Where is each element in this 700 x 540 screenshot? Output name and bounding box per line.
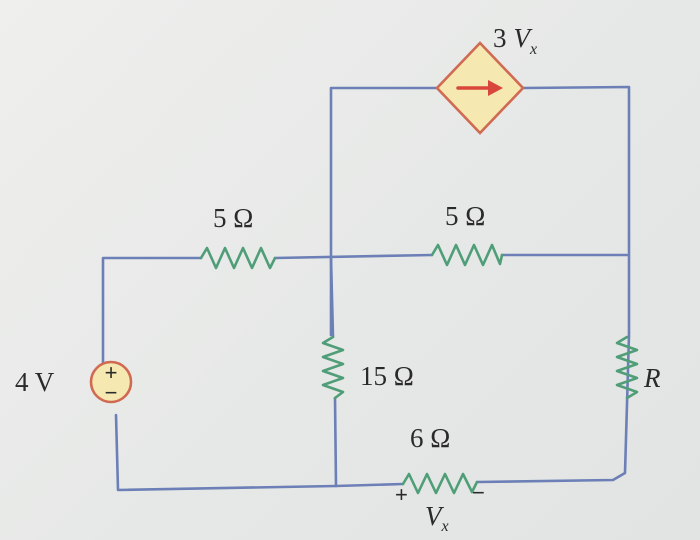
label-vx-plus: +: [395, 482, 408, 507]
wire-top-loop: [329, 85, 631, 484]
label-6ohm: 6 Ω: [410, 423, 450, 453]
wire-middle-rail: [101, 253, 629, 380]
wire-bottom-rail: [114, 413, 405, 492]
resistor-top-left: [199, 246, 277, 270]
label-R: R: [643, 363, 661, 393]
dependent-current-source: [435, 41, 525, 135]
resistor-top-right: [430, 243, 504, 267]
source-minus-sign: −: [105, 380, 118, 405]
wires: [101, 85, 631, 492]
label-vx: Vx: [425, 501, 449, 535]
source-plus-sign: +: [105, 360, 118, 385]
voltage-source-icon: [89, 360, 133, 404]
label-15ohm: 15 Ω: [360, 361, 414, 391]
wire-15ohm-branch: [329, 256, 338, 488]
label-4v: 4 V: [15, 367, 55, 397]
resistors: [199, 243, 639, 495]
vx-var: V: [425, 501, 445, 531]
label-5ohm-left: 5 Ω: [213, 203, 253, 233]
arrow-right-icon: [456, 80, 503, 96]
dependent-source-coef: 3: [493, 23, 507, 53]
label-vx-minus: −: [472, 480, 485, 505]
dependent-source-sub: x: [529, 41, 537, 58]
vx-sub: x: [441, 518, 449, 535]
resistor-R: [615, 335, 639, 400]
dependent-source-var: V: [514, 23, 534, 53]
voltage-source-4v: + −: [89, 360, 133, 405]
label-5ohm-right: 5 Ω: [445, 201, 485, 231]
resistor-6ohm: [401, 472, 479, 495]
resistor-15ohm: [321, 335, 345, 400]
